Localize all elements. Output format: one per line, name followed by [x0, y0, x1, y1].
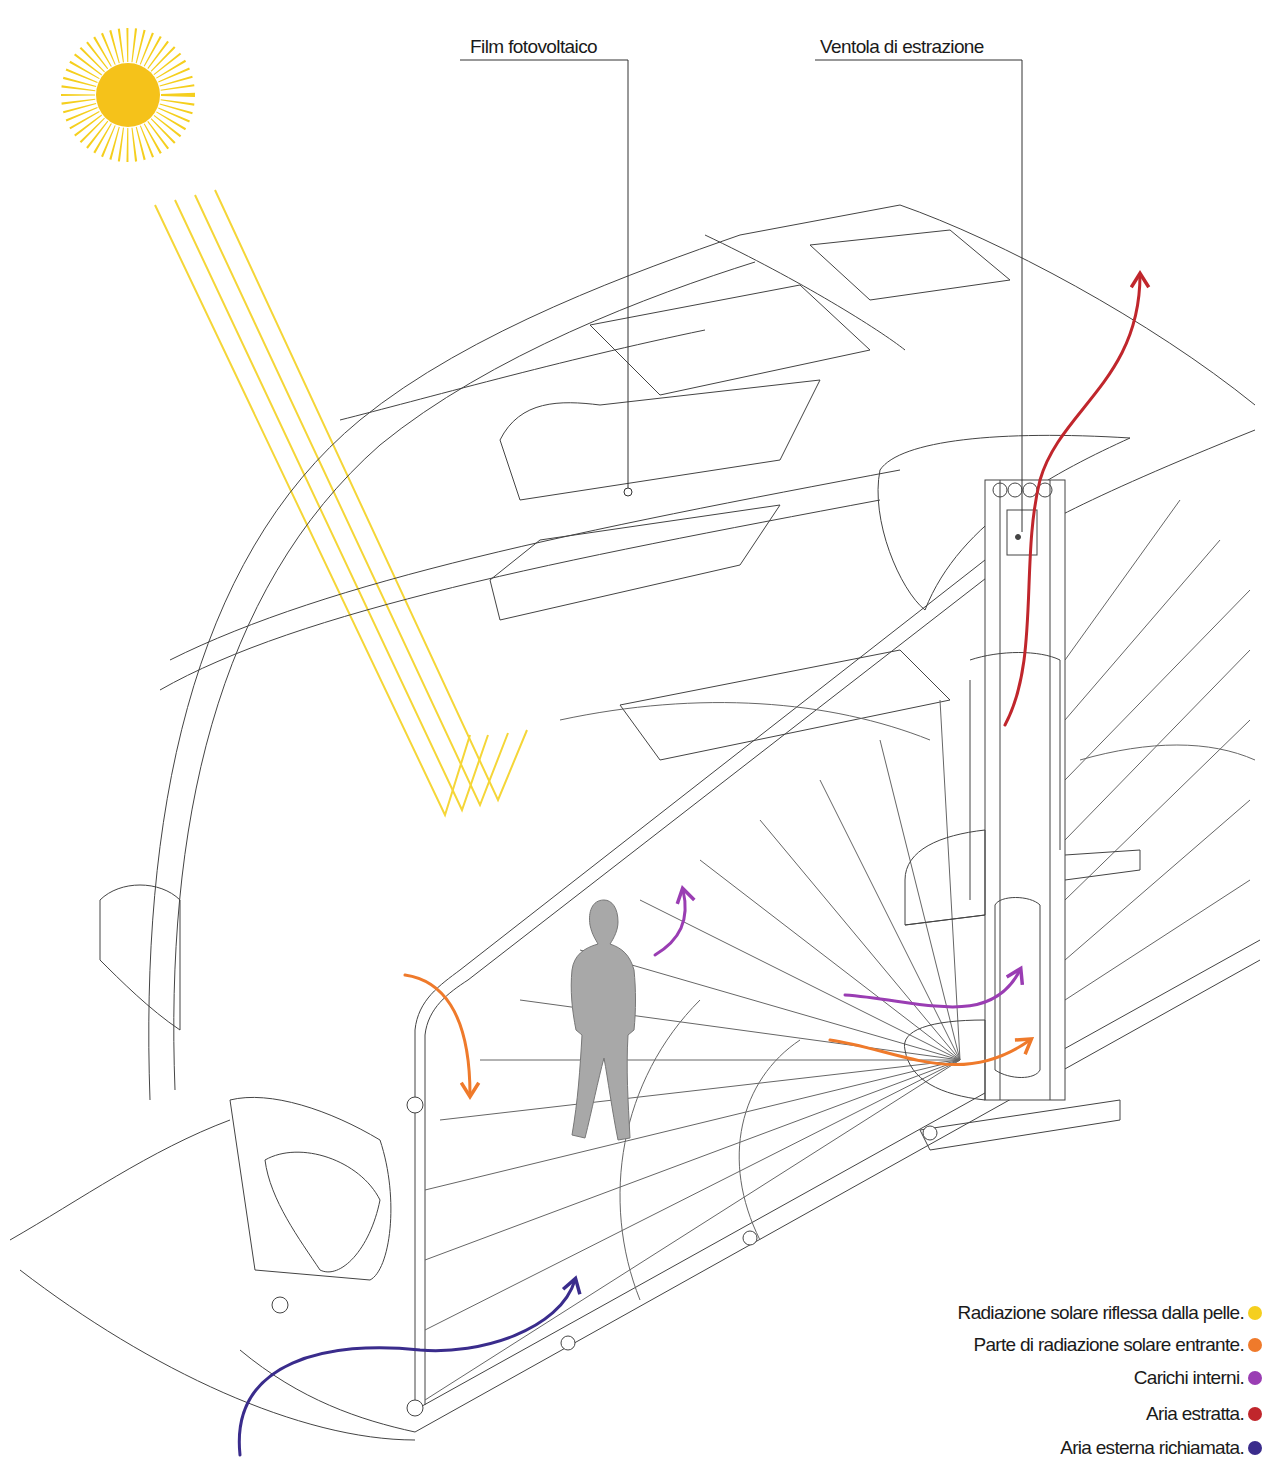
solar-rays [155, 190, 527, 815]
building-outline [10, 205, 1260, 1440]
flow-arrows [239, 275, 1140, 1455]
legend-row: Aria estratta. [1146, 1403, 1262, 1425]
legend-text: Radiazione solare riflessa dalla pelle. [958, 1302, 1244, 1324]
legend-swatch [1248, 1371, 1262, 1385]
sun-symbol [78, 45, 178, 145]
legend-swatch [1248, 1407, 1262, 1421]
legend-swatch [1248, 1306, 1262, 1320]
legend-text: Aria esterna richiamata. [1060, 1437, 1244, 1459]
legend-text: Aria estratta. [1146, 1403, 1244, 1425]
legend-swatch [1248, 1338, 1262, 1352]
legend-swatch [1248, 1441, 1262, 1455]
legend-row: Carichi interni. [1134, 1367, 1262, 1389]
legend-row: Aria esterna richiamata. [1060, 1437, 1262, 1459]
person-silhouette [571, 900, 635, 1140]
leader-lines [460, 60, 1022, 532]
legend-text: Carichi interni. [1134, 1367, 1244, 1389]
legend-row: Parte di radiazione solare entrante. [973, 1334, 1262, 1356]
legend-text: Parte di radiazione solare entrante. [973, 1334, 1244, 1356]
legend-row: Radiazione solare riflessa dalla pelle. [958, 1302, 1262, 1324]
callout-label: Ventola di estrazione [820, 36, 984, 58]
callout-label: Film fotovoltaico [470, 36, 597, 58]
